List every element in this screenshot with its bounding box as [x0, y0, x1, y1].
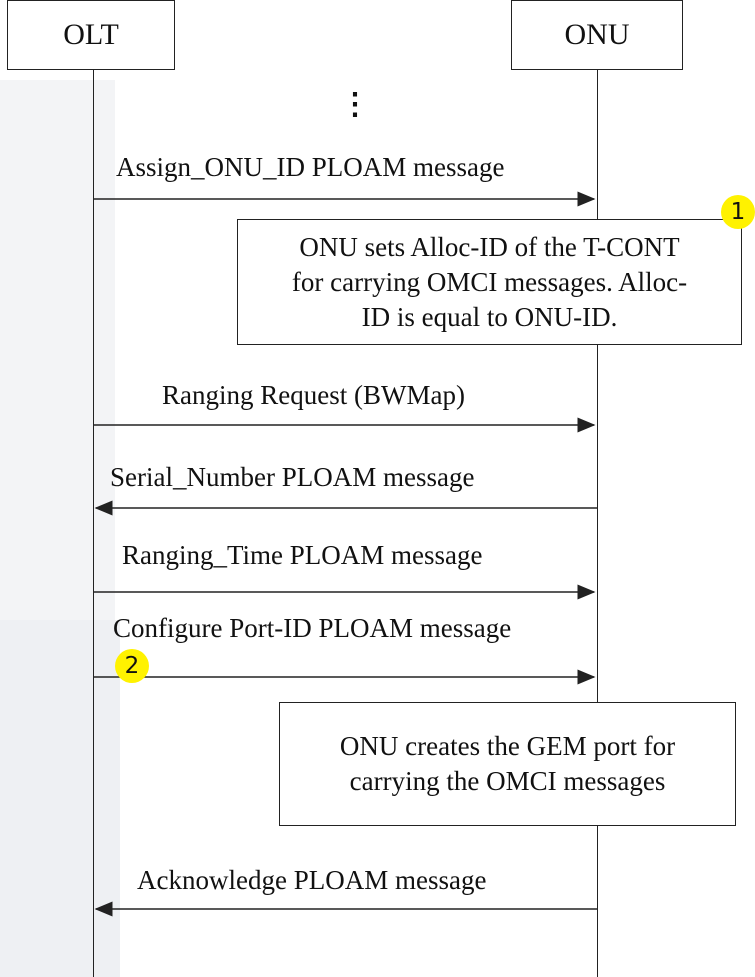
- note-1-line-2: for carrying OMCI messages. Alloc-: [291, 266, 688, 297]
- note-1-line-1: ONU sets Alloc-ID of the T-CONT: [299, 231, 680, 262]
- step-badge-2: 2: [115, 649, 149, 683]
- message-label-serial-number: Serial_Number PLOAM message: [110, 462, 475, 492]
- onu-label: ONU: [564, 18, 630, 51]
- olt-label: OLT: [63, 18, 119, 51]
- onu-lifeline: [597, 70, 598, 977]
- message-label-ranging-time: Ranging_Time PLOAM message: [122, 540, 483, 570]
- message-label-configure-port-id: Configure Port-ID PLOAM message: [113, 613, 512, 643]
- note-2-line-2: carrying the OMCI messages: [349, 766, 666, 796]
- onu-lifeline-head: ONU: [511, 0, 683, 70]
- note-alloc-id: ONU sets Alloc-ID of the T-CONT for carr…: [237, 219, 742, 345]
- step-badge-1: 1: [721, 195, 755, 229]
- message-label-assign-onu-id: Assign_ONU_ID PLOAM message: [116, 152, 505, 182]
- note-2-line-1: ONU creates the GEM port for: [339, 731, 676, 761]
- note-gem-port: ONU creates the GEM port for carrying th…: [279, 702, 736, 826]
- message-label-acknowledge: Acknowledge PLOAM message: [137, 865, 487, 895]
- olt-lifeline: [93, 70, 94, 977]
- message-label-ranging-request: Ranging Request (BWMap): [162, 380, 465, 410]
- olt-lifeline-head: OLT: [7, 0, 175, 70]
- note-1-line-3: ID is equal to ONU-ID.: [361, 301, 618, 332]
